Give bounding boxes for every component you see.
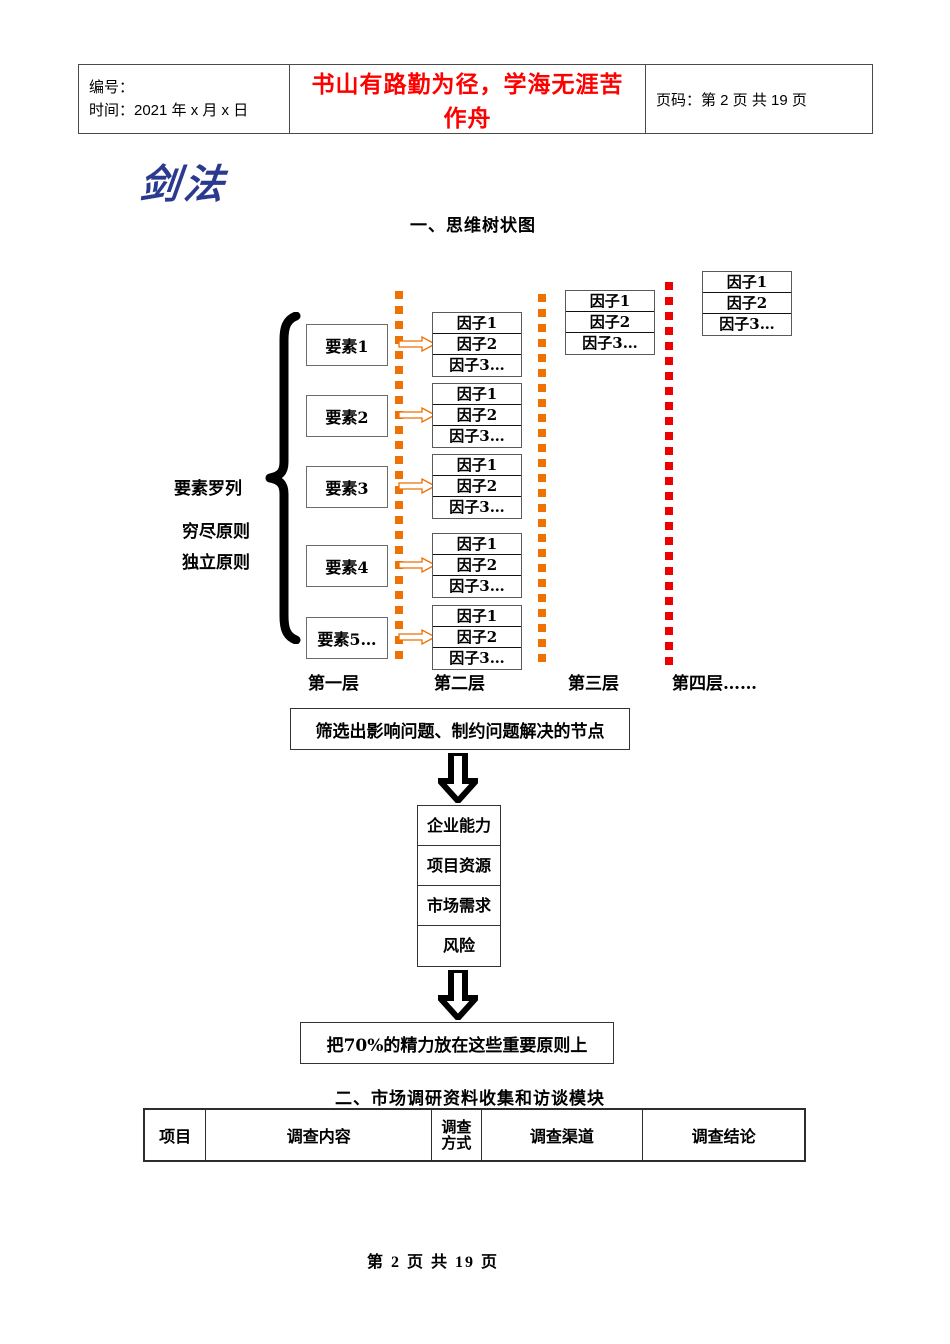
grouping-brace-icon [265,312,301,644]
factor-group-l3-1[interactable]: 因子1 因子2 因子3… [565,290,655,355]
col-header-method: 调查 方式 [431,1108,482,1162]
factor-row: 因子3… [582,334,638,352]
flow-arrow-1-icon [398,336,436,352]
survey-table-header-row: 项目 调查内容 调查 方式 调查渠道 调查结论 [143,1108,806,1162]
criteria-stack: 企业能力 项目资源 市场需求 风险 [417,805,501,967]
col-header-channel: 调查渠道 [480,1108,644,1162]
header-row: 编号： 时间：2021 年 x 月 x 日 书山有路勤为径，学海无涯苦作舟 页码… [78,64,873,134]
flow-arrow-2-icon [398,407,436,423]
element-box-1[interactable]: 要素1 [306,324,388,366]
factor-group-l2-2[interactable]: 因子1 因子2 因子3… [432,383,522,448]
header-label-number: 编号： [89,78,135,96]
col-header-method-line1: 调查 [441,1117,472,1136]
flow-arrow-4-icon [398,557,436,573]
flow-bottom-box[interactable]: 把70%的精力放在这些重要原则上 [300,1022,614,1064]
col-header-conclusion: 调查结论 [642,1108,806,1162]
criteria-row-3[interactable]: 市场需求 [418,886,500,926]
factor-row: 因子2 [433,627,521,648]
col-header-project: 项目 [143,1108,207,1162]
element-box-2[interactable]: 要素2 [306,395,388,437]
factor-row: 因子3… [449,356,505,374]
down-arrow-2-icon [438,970,478,1020]
element-box-5[interactable]: 要素5… [306,617,388,659]
element-box-3[interactable]: 要素3 [306,466,388,508]
section-title-tree: 一、思维树状图 [410,216,536,235]
header-label-time: 时间：2021 年 x 月 x 日 [89,102,249,119]
layer-label-3: 第三层 [568,674,619,694]
down-arrow-1-icon [438,753,478,803]
layer3-divider [538,294,546,664]
element-box-4[interactable]: 要素4 [306,545,388,587]
factor-row: 因子3… [449,498,505,516]
factor-row: 因子2 [433,555,521,576]
header-slogan: 书山有路勤为径，学海无涯苦作舟 [289,64,646,134]
criteria-row-2[interactable]: 项目资源 [418,846,500,886]
layer4-divider [665,282,673,665]
mind-tree-diagram: 要素罗列 穷尽原则 独立原则 要素1 要素2 要素3 要素4 要素5… [174,271,792,694]
factor-row: 因子1 [703,272,791,293]
layer-label-2: 第二层 [434,674,485,694]
factor-row: 因子1 [433,455,521,476]
layer-label-4: 第四层…… [672,674,757,694]
factor-row: 因子1 [433,313,521,334]
header-table: 编号： 时间：2021 年 x 月 x 日 书山有路勤为径，学海无涯苦作舟 页码… [78,64,873,134]
factor-row: 因子2 [703,293,791,314]
section-title-survey: 二、市场调研资料收集和访谈模块 [335,1089,605,1108]
header-page-info: 页码：第 2 页 共 19 页 [645,64,873,134]
factor-row: 因子2 [433,405,521,426]
factor-row: 因子2 [433,334,521,355]
factor-row: 因子1 [566,291,654,312]
col-header-content: 调查内容 [205,1108,433,1162]
page-footer: 第 2 页 共 19 页 [0,1248,950,1272]
flow-arrow-5-icon [398,629,436,645]
factor-group-l2-3[interactable]: 因子1 因子2 因子3… [432,454,522,519]
factor-row: 因子2 [566,312,654,333]
factor-row: 因子3… [449,649,505,667]
header-meta-cell: 编号： 时间：2021 年 x 月 x 日 [78,64,290,134]
flow-top-box[interactable]: 筛选出影响问题、制约问题解决的节点 [290,708,630,750]
factor-row: 因子1 [433,606,521,627]
criteria-row-1[interactable]: 企业能力 [418,806,500,846]
factor-group-l2-5[interactable]: 因子1 因子2 因子3… [432,605,522,670]
factor-row: 因子1 [433,534,521,555]
layer-label-1: 第一层 [308,674,359,694]
brace-label-0: 要素罗列 [174,479,242,499]
brace-label-2: 独立原则 [182,553,250,573]
factor-row: 因子3… [719,315,775,333]
criteria-row-4[interactable]: 风险 [442,936,475,955]
factor-row: 因子2 [433,476,521,497]
brace-label-1: 穷尽原则 [182,522,250,542]
page-footer-text: 第 2 页 共 19 页 [366,1254,499,1271]
factor-row: 因子3… [449,427,505,445]
factor-row: 因子1 [433,384,521,405]
factor-row: 因子3… [449,577,505,595]
factor-group-l4-1[interactable]: 因子1 因子2 因子3… [702,271,792,336]
factor-group-l2-4[interactable]: 因子1 因子2 因子3… [432,533,522,598]
flow-arrow-3-icon [398,478,436,494]
survey-table: 项目 调查内容 调查 方式 调查渠道 调查结论 [143,1108,806,1162]
factor-group-l2-1[interactable]: 因子1 因子2 因子3… [432,312,522,377]
col-header-method-line2: 方式 [441,1134,472,1152]
